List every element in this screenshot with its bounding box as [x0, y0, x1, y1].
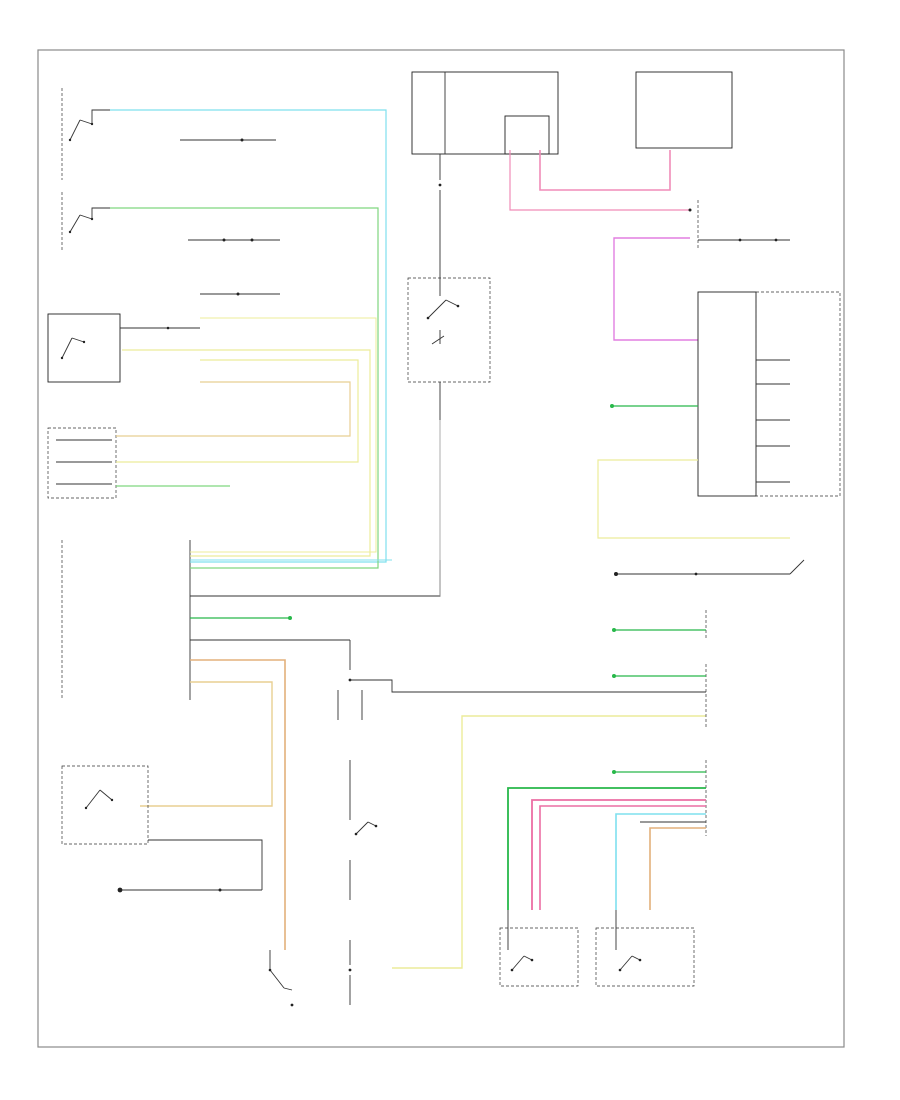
bcm-output-wires — [140, 560, 441, 950]
fuse-block-top — [411, 71, 559, 262]
right-top-module — [509, 71, 790, 250]
body-control-module — [61, 540, 191, 700]
yellow-seatbelt-wire — [392, 715, 706, 969]
center-ground-junctions — [337, 640, 706, 1005]
left-ground-wires — [120, 138, 280, 330]
ignition-switch — [407, 262, 491, 596]
right-rear-door-switch — [61, 192, 110, 250]
door-ajar-switch — [268, 950, 294, 1007]
instrument-panel-cluster — [610, 291, 841, 497]
diagram-frame — [37, 49, 845, 1048]
driver-seatbelt-switch — [499, 910, 579, 987]
seatbelt-wires — [507, 787, 706, 910]
park-brake-switch — [614, 559, 805, 576]
violet-cluster-wire — [613, 237, 698, 341]
passenger-door-switch — [47, 313, 121, 383]
headlamp-switch — [61, 765, 263, 893]
left-rear-door-switch — [61, 88, 110, 180]
passenger-seatbelt-switch — [595, 910, 695, 987]
harness-wires-left — [110, 109, 392, 569]
bcm-right-connectors — [612, 610, 707, 836]
tan-cluster-wire — [597, 459, 790, 539]
passenger-door-module — [47, 427, 117, 499]
